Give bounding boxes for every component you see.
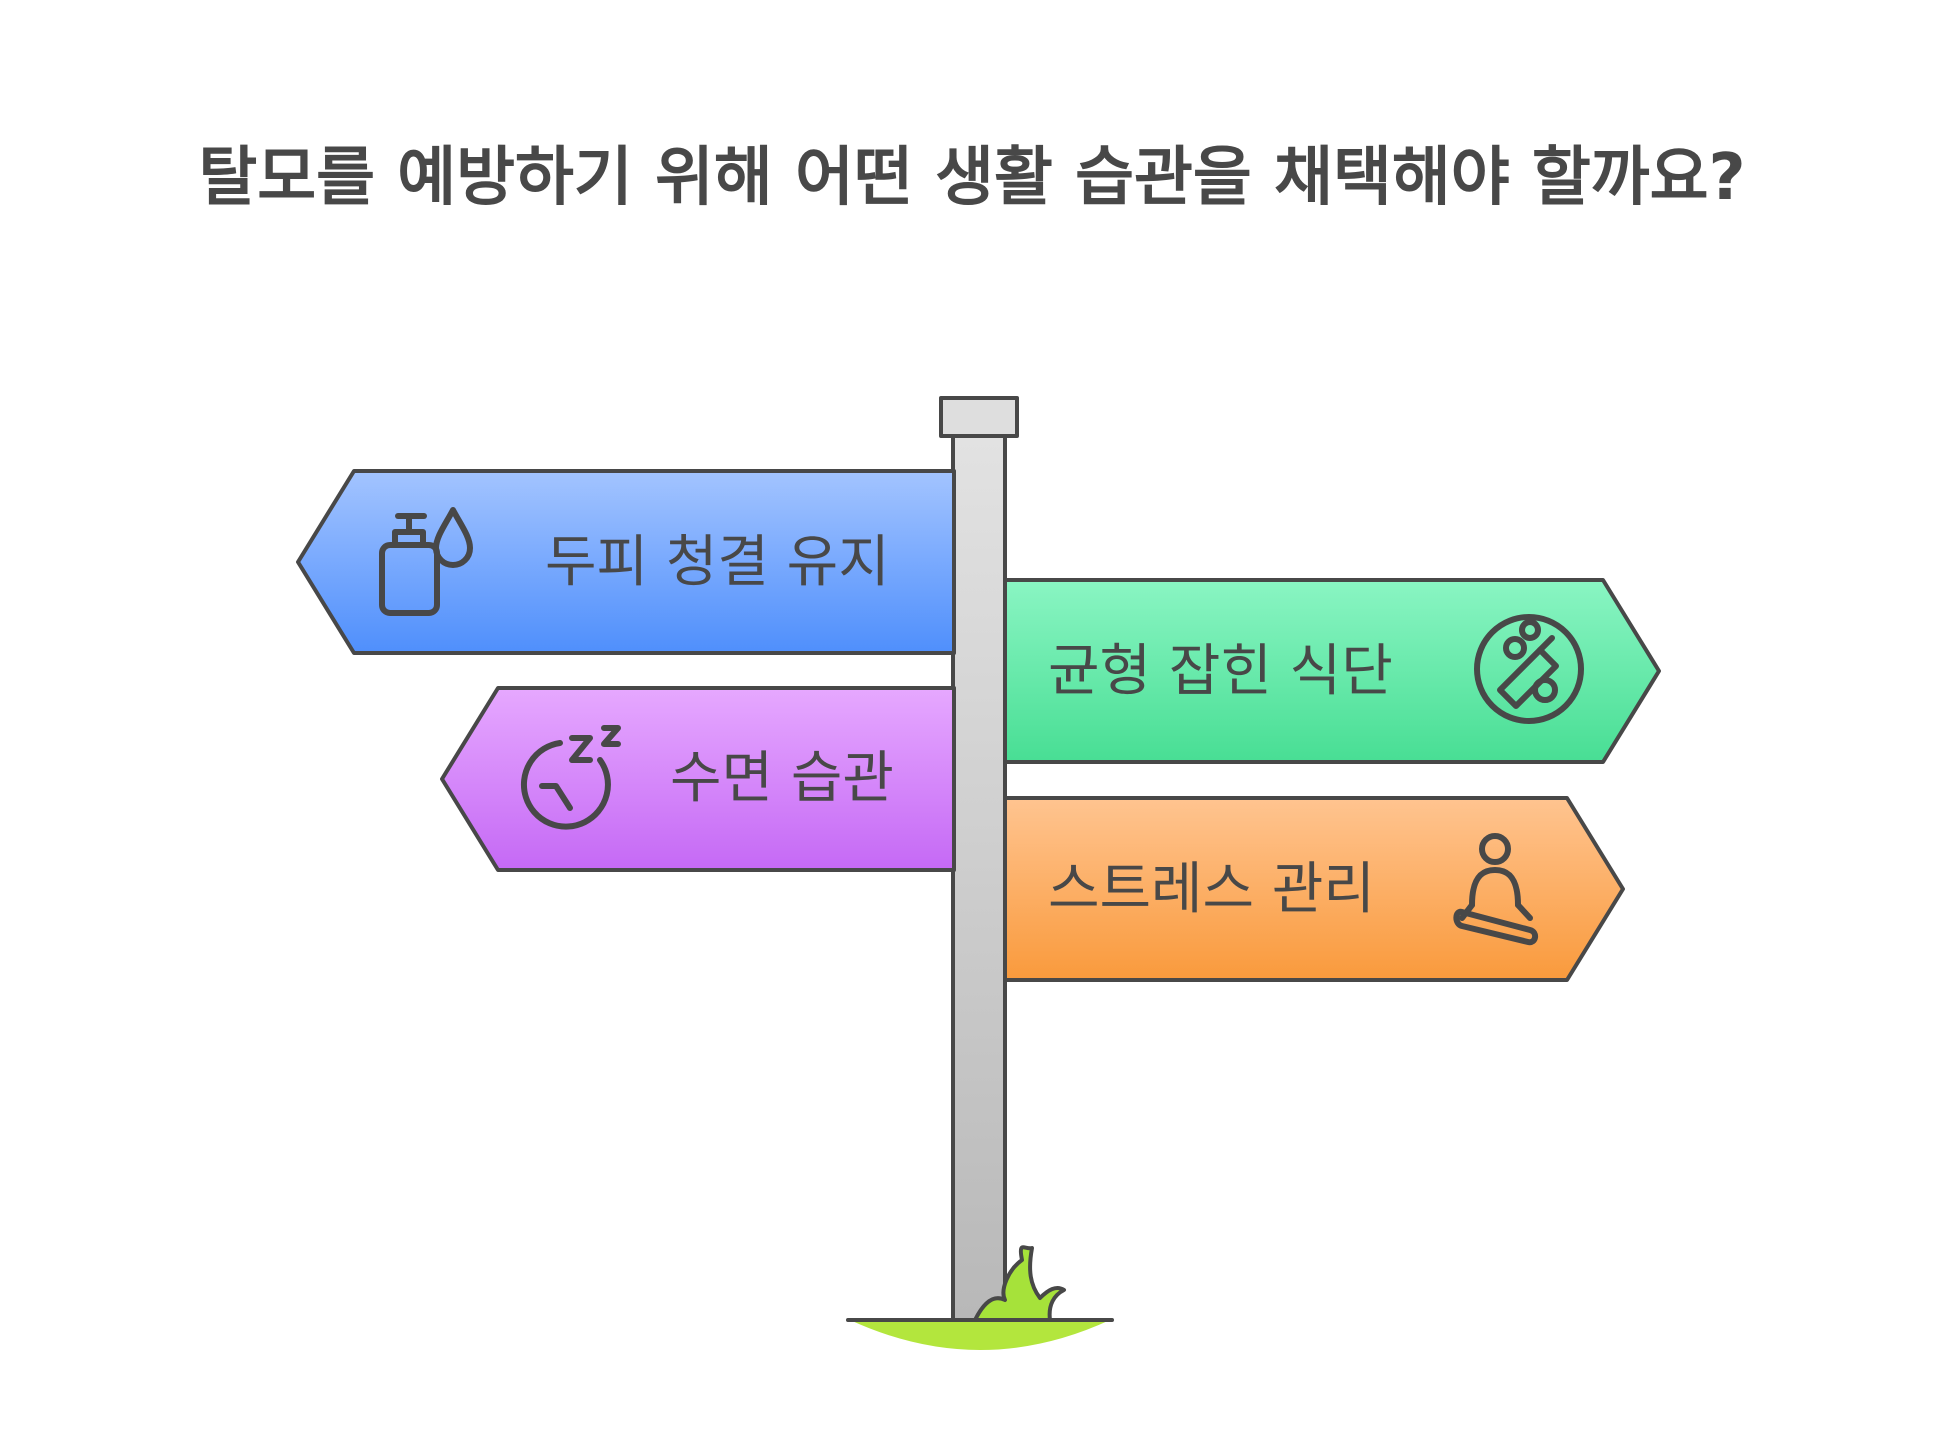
vegetables-icon [1474, 614, 1584, 724]
sign-3-label: 수면 습관 [670, 746, 894, 811]
sign-2-label: 균형 잡힌 식단 [1048, 639, 1393, 704]
sign-1-label: 두피 청결 유지 [545, 530, 890, 595]
sign-4-board [1003, 796, 1625, 982]
sign-scalp-hygiene: 두피 청결 유지 [296, 469, 956, 655]
sign-sleep-habits: 수면 습관 [440, 686, 956, 872]
sleep-clock-icon [520, 725, 621, 830]
soap-bottle-droplet-icon [379, 507, 473, 616]
sign-1-board [296, 469, 956, 655]
page-title: 탈모를 예방하기 위해 어떤 생활 습관을 채택해야 할까요? [198, 141, 1746, 215]
sign-stress-management: 스트레스 관리 [1003, 796, 1625, 982]
signpost-pole [951, 433, 1007, 1322]
meditation-icon [1453, 833, 1538, 946]
sign-balanced-diet: 균형 잡힌 식단 [1003, 578, 1661, 764]
ground-patch [850, 1320, 1110, 1350]
sign-4-label: 스트레스 관리 [1048, 857, 1375, 922]
signpost-cap [939, 396, 1019, 438]
grass-tuft [973, 1245, 1066, 1322]
